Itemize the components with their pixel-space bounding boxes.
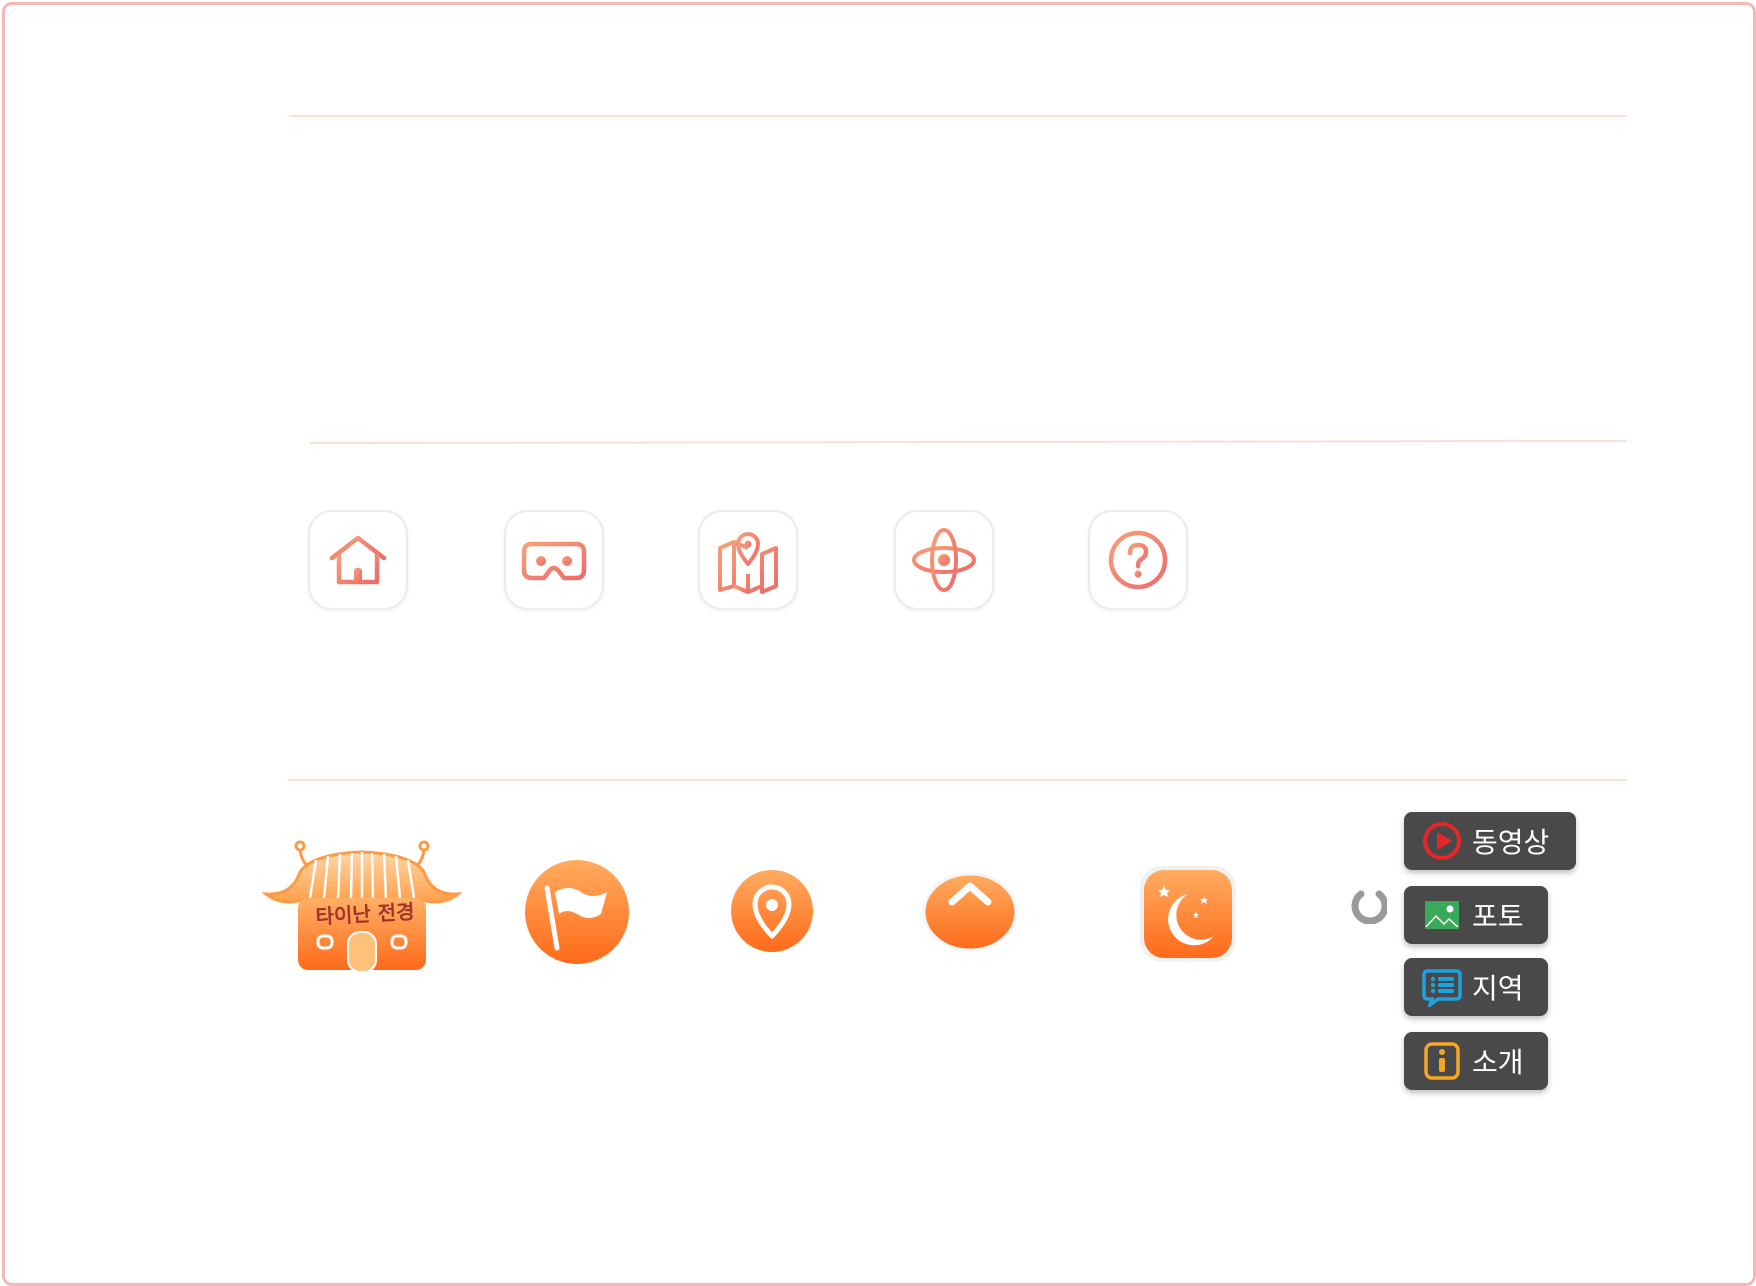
menu-video-label: 동영상	[1472, 826, 1550, 859]
info-icon	[1422, 1041, 1462, 1081]
location-pin-icon	[731, 870, 813, 952]
chevron-up-icon	[922, 872, 1018, 952]
image-icon	[1422, 895, 1462, 935]
orbit-button[interactable]	[894, 510, 994, 610]
vr-button[interactable]	[504, 510, 604, 610]
menu-photo-button[interactable]: 포토	[1404, 886, 1548, 944]
home-icon	[329, 535, 387, 585]
tainan-logo[interactable]: 타이난 전경	[260, 836, 464, 976]
menu-about-label: 소개	[1472, 1046, 1524, 1079]
help-button[interactable]	[1088, 510, 1188, 610]
location-button[interactable]	[731, 870, 813, 952]
list-icon	[1422, 967, 1462, 1007]
map-button[interactable]	[698, 510, 798, 610]
play-icon	[1422, 821, 1462, 861]
home-button[interactable]	[308, 510, 408, 610]
house-logo-icon	[260, 840, 464, 973]
moon-icon	[1140, 866, 1236, 962]
menu-about-button[interactable]: 소개	[1404, 1032, 1548, 1090]
spinner-icon	[1351, 890, 1389, 925]
vr-headset-icon	[521, 541, 587, 581]
night-mode-button[interactable]	[1138, 864, 1238, 964]
divider-top	[289, 115, 1627, 117]
orbit-icon	[912, 528, 976, 592]
menu-video-button[interactable]: 동영상	[1404, 812, 1576, 870]
menu-region-button[interactable]: 지역	[1404, 958, 1548, 1016]
flag-button[interactable]	[525, 860, 629, 964]
loading-spinner	[1349, 886, 1389, 925]
flag-icon	[525, 860, 629, 964]
menu-photo-label: 포토	[1472, 900, 1524, 933]
help-icon	[1108, 530, 1168, 590]
divider-bottom	[288, 779, 1627, 781]
logo-text: 타이난 전경	[315, 899, 416, 929]
scroll-top-button[interactable]	[922, 872, 1018, 952]
map-pin-icon	[718, 532, 778, 594]
menu-region-label: 지역	[1472, 972, 1524, 1005]
